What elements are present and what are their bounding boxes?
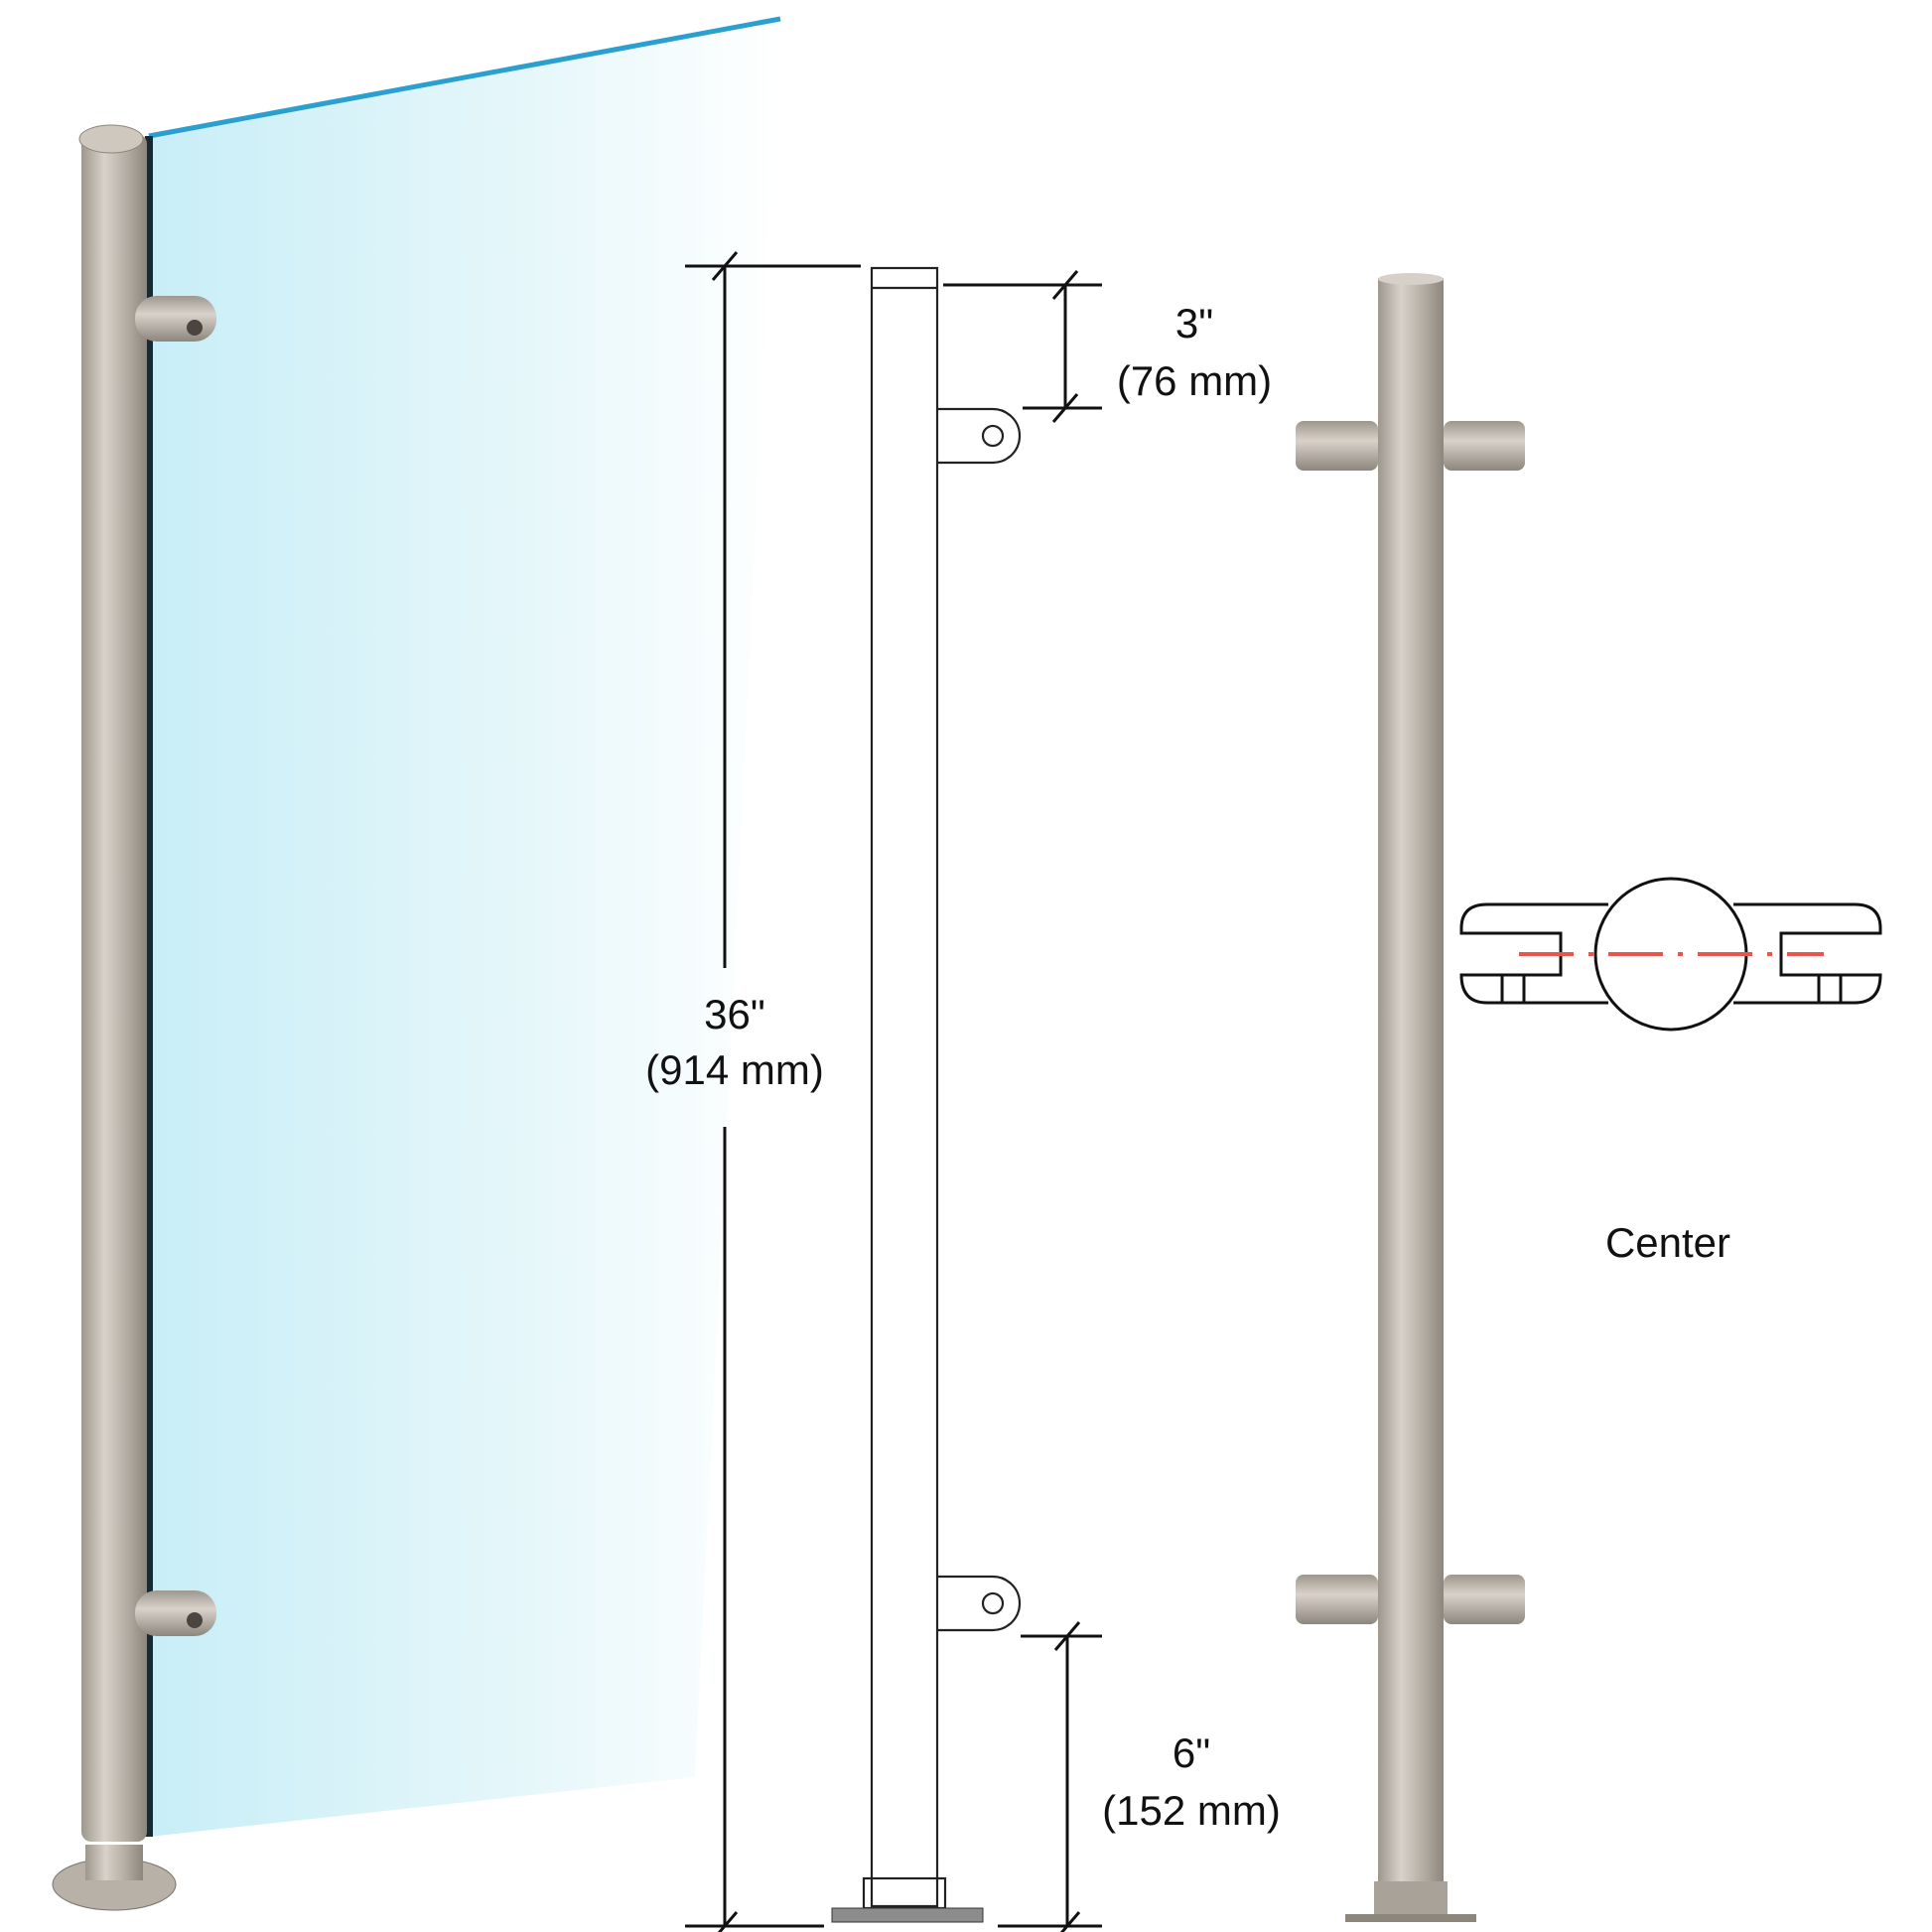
overall-height-imperial: 36" [704, 991, 765, 1037]
tab-bottom [937, 1575, 1022, 1632]
center-post-render [1296, 273, 1525, 1922]
overall-height-metric: (914 mm) [645, 1046, 824, 1093]
post-base [52, 1845, 177, 1911]
top-offset-imperial: 3" [1175, 300, 1213, 346]
post [1378, 278, 1444, 1916]
glass-clamp-top [135, 296, 216, 342]
glass-panel [149, 19, 780, 1837]
glass-left-edge [145, 136, 153, 1837]
dimension-top-offset: 3" (76 mm) [943, 270, 1272, 423]
clamp-pair-top [1296, 421, 1525, 471]
dimension-drawing: 36" (914 mm) 3" (76 mm) 6" (152 mm) [645, 251, 1281, 1932]
tab-top [937, 407, 1022, 465]
glass-clamp-bottom [135, 1590, 216, 1636]
glass-panel-photo [52, 16, 781, 1911]
base-plate [831, 1876, 984, 1923]
detail-label: Center [1605, 1219, 1730, 1266]
dimension-overall-height: 36" (914 mm) [645, 251, 861, 1932]
dimension-bottom-offset: 6" (152 mm) [998, 1621, 1281, 1932]
post-cap [78, 124, 144, 154]
clamp-pair-bottom [1296, 1575, 1525, 1624]
post [81, 134, 147, 1842]
bottom-offset-metric: (152 mm) [1102, 1787, 1281, 1834]
top-offset-metric: (76 mm) [1117, 357, 1272, 404]
bottom-offset-imperial: 6" [1173, 1729, 1210, 1776]
post-outline [870, 266, 939, 1908]
glass-top-edge [148, 16, 781, 139]
post-base [1374, 1881, 1448, 1916]
center-clamp-top-view: Center [1459, 877, 1882, 1266]
